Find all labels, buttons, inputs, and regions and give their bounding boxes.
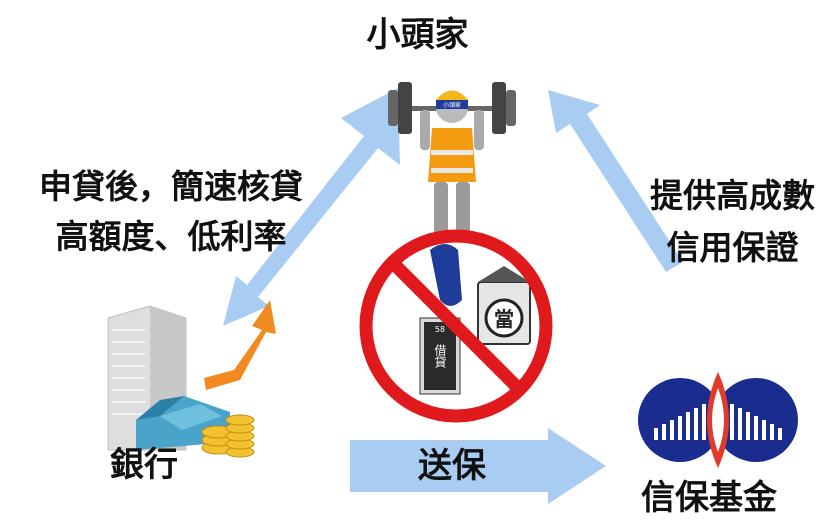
- figure-hand-icon: [430, 244, 462, 306]
- fund-borrower-line-2: 信用保證: [666, 228, 799, 267]
- newspaper-icon: 58 借貸: [419, 317, 461, 395]
- prohibition-icon: [359, 229, 553, 423]
- bank-borrower-line-2: 高額度、低利率: [55, 217, 287, 256]
- borrower-label: 小頭家: [366, 15, 469, 55]
- fund-borrower-line-1: 提供高成數: [650, 176, 815, 215]
- weightlifter-icon: 小頭家: [388, 82, 516, 240]
- bank-borrower-edge-label: 申貸後，簡速核貸 高額度、低利率: [6, 162, 336, 262]
- headband-text: 小頭家: [443, 101, 461, 109]
- tag-pawn: 當: [494, 307, 514, 331]
- bank-label: 銀行: [110, 445, 178, 485]
- arrow-bank-fund: [350, 428, 606, 504]
- tag-loan: 借貸: [433, 344, 447, 369]
- bank-fund-edge-label: 送保: [418, 446, 486, 486]
- arrow-fund-borrower: [548, 90, 683, 272]
- tag-small: 58: [435, 325, 445, 334]
- fund-label: 信保基金: [641, 478, 777, 518]
- bank-borrower-line-1: 申貸後，簡速核貸: [39, 167, 303, 206]
- fund-logo-icon: [638, 372, 798, 468]
- bank-icon: [107, 300, 276, 458]
- pawn-shop-icon: 當: [477, 266, 531, 345]
- fund-borrower-edge-label: 提供高成數 信用保證: [630, 170, 835, 274]
- arrow-bank-borrower: [223, 88, 400, 326]
